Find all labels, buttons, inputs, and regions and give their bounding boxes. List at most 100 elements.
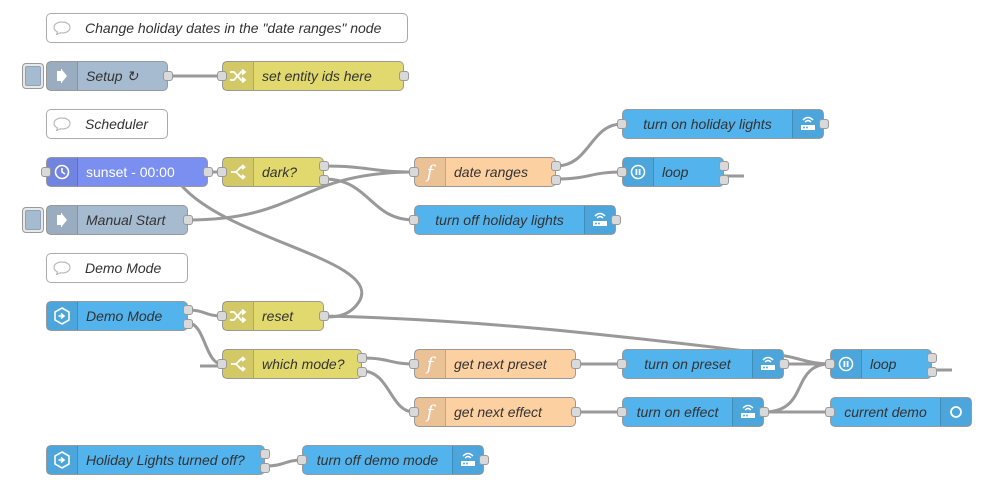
reset-change-node[interactable]: reset — [217, 301, 329, 331]
output-port[interactable] — [479, 455, 489, 465]
set-entity-ids-node[interactable]: set entity ids here — [217, 61, 409, 91]
date-ranges-function-node[interactable]: f date ranges — [409, 157, 561, 187]
turn-on-holiday-lights-node[interactable]: turn on holiday lights — [617, 109, 829, 139]
input-port[interactable] — [617, 119, 627, 129]
output-port[interactable] — [551, 161, 561, 171]
output-port[interactable] — [163, 71, 173, 81]
output-port[interactable] — [183, 305, 193, 315]
manual-start-inject-button[interactable] — [22, 207, 44, 233]
output-port[interactable] — [551, 175, 561, 185]
input-port[interactable] — [41, 167, 51, 177]
output-port[interactable] — [183, 319, 193, 329]
node-label: turn on effect — [636, 404, 719, 420]
home-assistant-icon — [732, 398, 763, 426]
holiday-lights-off-event-node[interactable]: Holiday Lights turned off? — [46, 445, 270, 475]
input-port[interactable] — [617, 407, 627, 417]
comment-demo-mode[interactable]: Demo Mode — [46, 253, 188, 283]
output-port[interactable] — [927, 353, 937, 363]
input-port[interactable] — [825, 407, 835, 417]
pause-icon — [623, 158, 654, 186]
change-shuffle-icon — [223, 62, 254, 90]
wire — [361, 356, 415, 366]
output-port[interactable] — [183, 215, 193, 225]
node-label: loop — [870, 356, 897, 372]
turn-off-demo-mode-node[interactable]: turn off demo mode — [297, 445, 489, 475]
entity-hex-icon — [47, 302, 78, 330]
dark-switch-node[interactable]: dark? — [217, 157, 329, 187]
wire — [323, 177, 415, 222]
sunset-time-node[interactable]: sunset - 00:00 — [41, 157, 213, 187]
wire — [361, 369, 415, 414]
home-assistant-icon — [792, 110, 823, 138]
node-label: set entity ids here — [262, 68, 372, 84]
output-port[interactable] — [571, 359, 581, 369]
output-port[interactable] — [819, 119, 829, 129]
output-port[interactable] — [260, 449, 270, 459]
clock-icon — [47, 158, 78, 186]
setup-inject-node[interactable]: Setup ↻ — [46, 61, 173, 91]
current-demo-status-node[interactable]: current demo — [825, 397, 972, 427]
output-port[interactable] — [927, 367, 937, 377]
output-port[interactable] — [779, 359, 789, 369]
output-port[interactable] — [203, 167, 213, 177]
node-label: turn off holiday lights — [435, 212, 564, 228]
output-port[interactable] — [399, 71, 409, 81]
input-port[interactable] — [409, 407, 419, 417]
setup-inject-button[interactable] — [22, 63, 44, 89]
input-port[interactable] — [617, 359, 627, 369]
output-port[interactable] — [719, 175, 729, 185]
loop-delay-node-2[interactable]: loop — [825, 349, 937, 379]
manual-start-inject-node[interactable]: Manual Start — [46, 205, 193, 235]
turn-on-preset-node[interactable]: turn on preset — [617, 349, 789, 379]
function-icon: f — [415, 350, 446, 378]
output-port[interactable] — [719, 161, 729, 171]
input-port[interactable] — [217, 359, 227, 369]
get-next-effect-function-node[interactable]: f get next effect — [409, 397, 581, 427]
node-label: which mode? — [262, 356, 345, 372]
output-port[interactable] — [319, 175, 329, 185]
input-port[interactable] — [409, 215, 419, 225]
input-port[interactable] — [217, 71, 227, 81]
comment-text: Scheduler — [85, 116, 149, 132]
node-label: get next effect — [454, 404, 542, 420]
input-port[interactable] — [409, 167, 419, 177]
output-port[interactable] — [357, 353, 367, 363]
comment-text: Change holiday dates in the "date ranges… — [85, 20, 382, 36]
home-assistant-icon — [584, 206, 615, 234]
inject-arrow-icon — [47, 62, 78, 90]
output-port[interactable] — [319, 161, 329, 171]
output-port[interactable] — [571, 407, 581, 417]
comment-holiday-dates[interactable]: Change holiday dates in the "date ranges… — [46, 13, 408, 43]
turn-on-effect-node[interactable]: turn on effect — [617, 397, 769, 427]
function-icon: f — [415, 398, 446, 426]
entity-hex-icon — [47, 446, 78, 474]
input-port[interactable] — [825, 359, 835, 369]
comment-scheduler[interactable]: Scheduler — [46, 109, 168, 139]
node-label: reset — [262, 308, 294, 324]
node-label: turn off demo mode — [316, 452, 439, 468]
output-port[interactable] — [357, 367, 367, 377]
demo-mode-entity-node[interactable]: Demo Mode — [46, 301, 193, 331]
node-label: current demo — [844, 404, 927, 420]
get-next-preset-function-node[interactable]: f get next preset — [409, 349, 581, 379]
output-port[interactable] — [759, 407, 769, 417]
output-port[interactable] — [319, 311, 329, 321]
wire — [555, 170, 623, 181]
change-shuffle-icon — [223, 302, 254, 330]
loop-delay-node[interactable]: loop — [617, 157, 729, 187]
input-port[interactable] — [217, 167, 227, 177]
switch-icon — [223, 350, 254, 378]
comment-icon — [47, 254, 77, 282]
which-mode-switch-node[interactable]: which mode? — [217, 349, 367, 379]
input-port[interactable] — [409, 359, 419, 369]
input-port[interactable] — [297, 455, 307, 465]
inject-arrow-icon — [47, 206, 78, 234]
status-circle-icon — [940, 398, 971, 426]
input-port[interactable] — [617, 167, 627, 177]
output-port[interactable] — [611, 215, 621, 225]
node-label: get next preset — [454, 356, 547, 372]
output-port[interactable] — [260, 463, 270, 473]
home-assistant-icon — [752, 350, 783, 378]
turn-off-holiday-lights-node[interactable]: turn off holiday lights — [409, 205, 621, 235]
input-port[interactable] — [217, 311, 227, 321]
